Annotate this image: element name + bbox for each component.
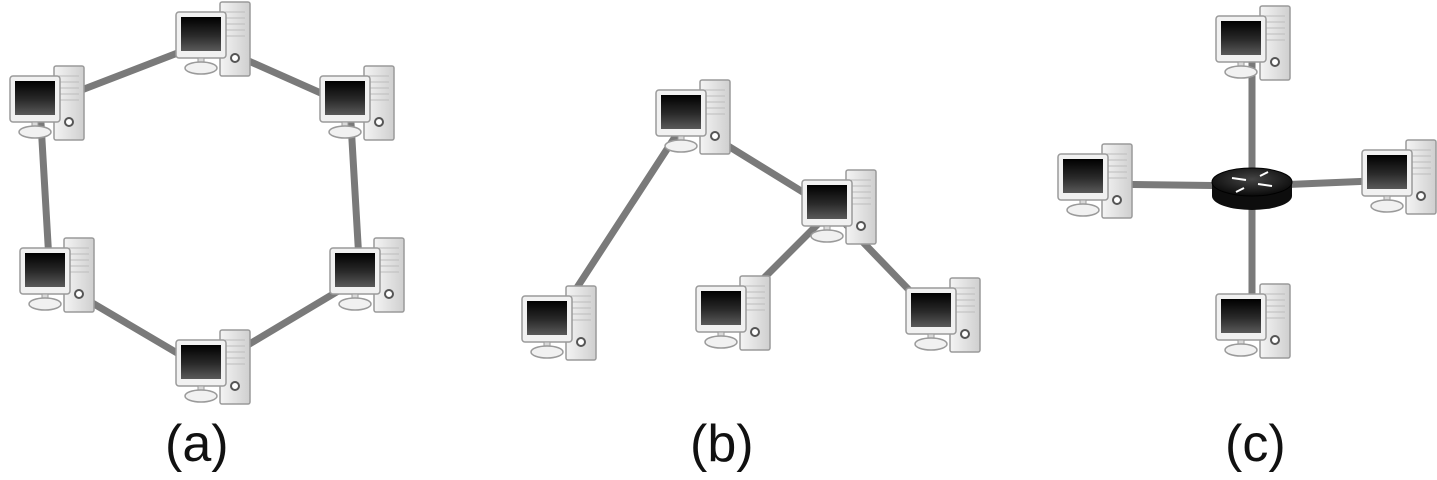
star-topology [1057,5,1437,359]
tree-topology [521,79,981,361]
computer-icon [1057,143,1133,219]
computer-icon [329,237,405,313]
computer-icon [1215,5,1291,81]
computer-icon [9,65,85,141]
computer-icon [905,277,981,353]
computer-icon [19,237,95,313]
computer-icon [319,65,395,141]
caption-c: (c) [1225,415,1286,473]
computer-icon [1361,139,1437,215]
computer-icon [175,1,251,77]
computer-icon [521,285,597,361]
caption-b: (b) [690,415,754,473]
ring-links [36,38,364,374]
computer-icon [175,329,251,405]
computer-icon [695,275,771,351]
ring-topology [9,1,405,405]
router-icon [1211,167,1293,210]
computer-icon [655,79,731,155]
caption-a: (a) [165,415,229,473]
computer-icon [1215,283,1291,359]
computer-icon [801,169,877,245]
